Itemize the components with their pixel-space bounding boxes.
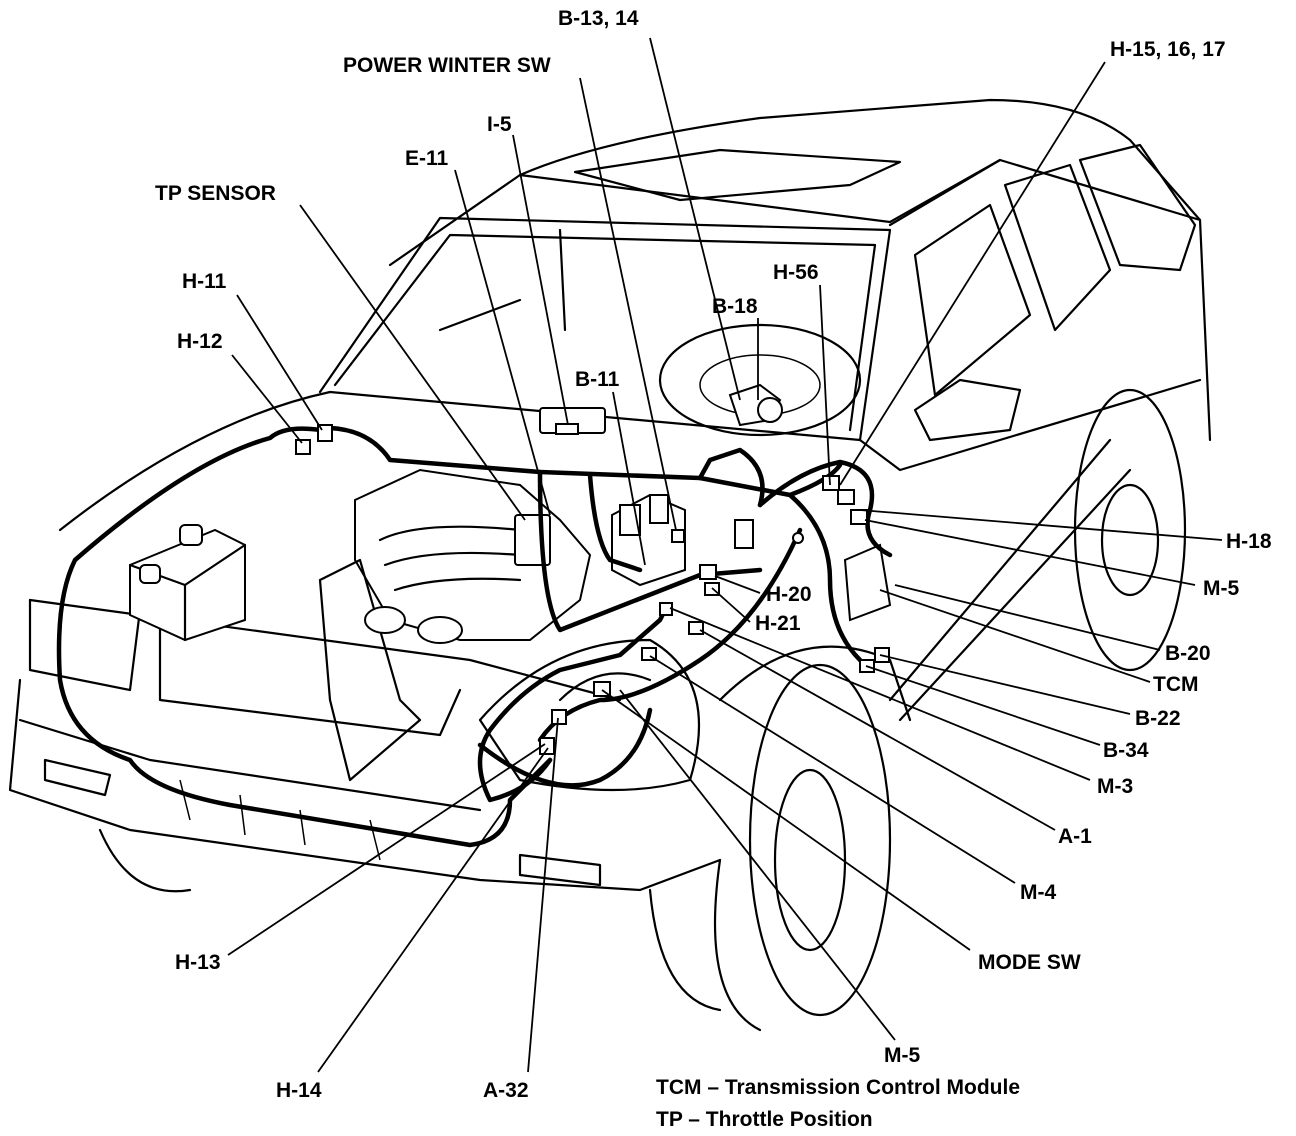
label-power-winter-sw: POWER WINTER SW xyxy=(343,54,551,77)
label-e11: E-11 xyxy=(405,147,449,170)
label-m3: M-3 xyxy=(1097,775,1134,798)
label-h12: H-12 xyxy=(177,330,223,353)
label-a32: A-32 xyxy=(483,1079,529,1102)
label-h15-16-17: H-15, 16, 17 xyxy=(1110,38,1226,61)
label-h14: H-14 xyxy=(276,1079,322,1102)
vehicle-body xyxy=(8,98,1212,1032)
label-m5-bottom: M-5 xyxy=(884,1044,921,1067)
legend-tp-definition: TP – Throttle Position xyxy=(656,1108,873,1131)
label-tcm: TCM xyxy=(1153,673,1199,696)
legend-tcm-definition: TCM – Transmission Control Module xyxy=(656,1076,1021,1099)
label-b13-14: B-13, 14 xyxy=(558,7,639,30)
label-h20: H-20 xyxy=(766,583,812,606)
label-h11: H-11 xyxy=(182,270,227,293)
label-b34: B-34 xyxy=(1103,739,1149,762)
label-mode-sw: MODE SW xyxy=(978,951,1081,974)
label-a1: A-1 xyxy=(1058,825,1092,848)
label-b22: B-22 xyxy=(1135,707,1181,730)
label-m4: M-4 xyxy=(1020,881,1057,904)
label-h56: H-56 xyxy=(773,261,819,284)
label-i5: I-5 xyxy=(487,113,512,136)
label-b18: B-18 xyxy=(712,295,758,318)
label-h21: H-21 xyxy=(755,612,801,635)
label-b11: B-11 xyxy=(575,368,620,391)
label-b20: B-20 xyxy=(1165,642,1211,665)
engine-components xyxy=(128,383,892,792)
connectors xyxy=(295,423,890,755)
leader-lines xyxy=(227,37,1223,1073)
label-m5-right: M-5 xyxy=(1203,577,1240,600)
wiring-harnesses xyxy=(56,425,893,848)
label-h13: H-13 xyxy=(175,951,221,974)
label-tp-sensor: TP SENSOR xyxy=(155,182,276,205)
label-h18: H-18 xyxy=(1226,530,1272,553)
